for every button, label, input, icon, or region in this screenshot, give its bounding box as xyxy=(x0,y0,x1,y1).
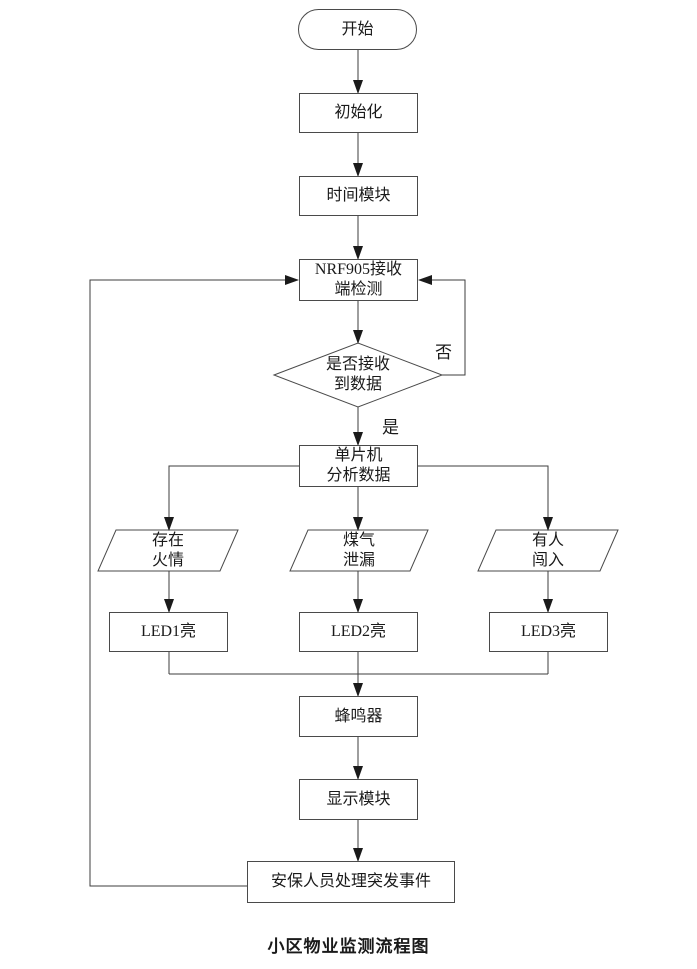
start-label: 开始 xyxy=(341,20,374,38)
intruder-output: 有人 闯入 xyxy=(478,530,618,571)
edge-label-no: 否 xyxy=(435,343,452,362)
init-label: 初始化 xyxy=(334,104,383,121)
display-module-label: 显示模块 xyxy=(326,790,391,808)
display-module-process: 显示模块 xyxy=(299,779,418,820)
edge-label-yes: 是 xyxy=(382,418,399,437)
start-terminator: 开始 xyxy=(298,9,417,50)
gas-leak-output: 煤气 泄漏 xyxy=(289,530,429,571)
intruder-parallelogram-shape xyxy=(477,529,619,572)
led3-process: LED3亮 xyxy=(489,612,608,652)
security-label: 安保人员处理突发事件 xyxy=(270,873,431,890)
led1-label: LED1亮 xyxy=(140,623,197,640)
led2-process: LED2亮 xyxy=(299,612,418,652)
edge-decision-no-loop xyxy=(418,275,466,376)
time-module-process: 时间模块 xyxy=(299,176,418,216)
fire-output: 存在 火情 xyxy=(98,530,238,571)
buzzer-process: 蜂鸣器 xyxy=(299,696,418,737)
security-handle-process: 安保人员处理突发事件 xyxy=(247,861,455,903)
decision-label: 是否接收 到数据 xyxy=(325,356,390,393)
edge-security-nrf905-loop xyxy=(89,275,299,887)
mcu-label: 单片机 分析数据 xyxy=(326,447,391,484)
fire-parallelogram-shape xyxy=(97,529,239,572)
intruder-label: 有人 闯入 xyxy=(531,531,564,569)
gas-label: 煤气 泄漏 xyxy=(342,531,375,569)
edge-mcu-fire xyxy=(164,465,299,531)
nrf905-receive-process: NRF905接收 端检测 xyxy=(299,259,418,301)
edge-mcu-intruder xyxy=(418,465,553,531)
data-received-decision: 是否接收 到数据 xyxy=(288,343,428,407)
flowchart-title: 小区物业监测流程图 xyxy=(267,937,430,956)
gas-parallelogram-shape xyxy=(289,529,429,572)
nrf905-label: NRF905接收 端检测 xyxy=(314,261,403,298)
mcu-analyze-process: 单片机 分析数据 xyxy=(299,445,418,487)
init-process: 初始化 xyxy=(299,93,418,133)
buzzer-label: 蜂鸣器 xyxy=(334,707,383,725)
led2-label: LED2亮 xyxy=(330,623,387,640)
led1-process: LED1亮 xyxy=(109,612,228,652)
fire-label: 存在 火情 xyxy=(151,531,184,569)
time-module-label: 时间模块 xyxy=(326,187,391,204)
led3-label: LED3亮 xyxy=(520,623,577,640)
